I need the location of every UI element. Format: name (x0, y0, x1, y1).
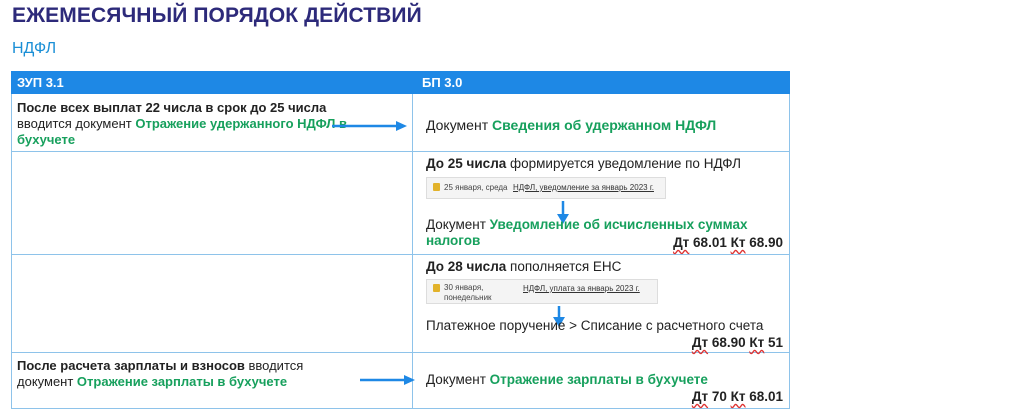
arrow-right-icon (332, 121, 407, 131)
page-title: ЕЖЕМЕСЯЧНЫЙ ПОРЯДОК ДЕЙСТВИЙ (12, 4, 422, 27)
row2-right-line2: Документ Уведомление об исчисленных сумм… (426, 217, 748, 248)
table-row: До 28 числа пополняется ЕНС 30 января, п… (11, 255, 790, 353)
table-header: ЗУП 3.1 БП 3.0 (11, 71, 790, 94)
col-header-bp: БП 3.0 (422, 75, 463, 90)
arrow-right-icon (360, 375, 415, 385)
row1-right-text: Документ Сведения об удержанном НДФЛ (426, 117, 717, 133)
row3-right-line1: До 28 числа пополняется ЕНС (426, 259, 622, 274)
row3-right-line2: Платежное поручение > Списание с расчетн… (426, 318, 764, 333)
table-row: После расчета зарплаты и взносов вводитс… (11, 353, 790, 409)
notice-link[interactable]: НДФЛ, уведомление за январь 2023 г. (513, 183, 654, 192)
row3-posting: Дт 68.90 Кт 51 (691, 335, 783, 350)
row2-posting: Дт 68.01 Кт 68.90 (673, 235, 783, 250)
payment-link[interactable]: НДФЛ, уплата за январь 2023 г. (523, 284, 640, 293)
row4-posting: Дт 70 Кт 68.01 (691, 389, 783, 404)
table-row: До 25 числа формируется уведомление по Н… (11, 152, 790, 255)
document-icon (433, 183, 440, 191)
document-icon (433, 284, 440, 292)
page-subtitle: НДФЛ (12, 40, 57, 57)
row4-right-text: Документ Отражение зарплаты в бухучете (426, 372, 708, 387)
arrow-down-icon (553, 306, 565, 327)
col-header-zup: ЗУП 3.1 (17, 75, 64, 90)
payment-snippet: 30 января, понедельник НДФЛ, уплата за я… (426, 279, 658, 304)
row2-right-line1: До 25 числа формируется уведомление по Н… (426, 156, 741, 171)
row4-left-text: После расчета зарплаты и взносов вводитс… (17, 358, 304, 389)
arrow-down-icon (557, 201, 569, 224)
table-row: После всех выплат 22 числа в срок до 25 … (11, 94, 790, 152)
row1-left-text: После всех выплат 22 числа в срок до 25 … (17, 100, 347, 147)
procedure-table: ЗУП 3.1 БП 3.0 После всех выплат 22 числ… (11, 71, 790, 409)
notice-snippet: 25 января, среда НДФЛ, уведомление за ян… (426, 177, 666, 199)
